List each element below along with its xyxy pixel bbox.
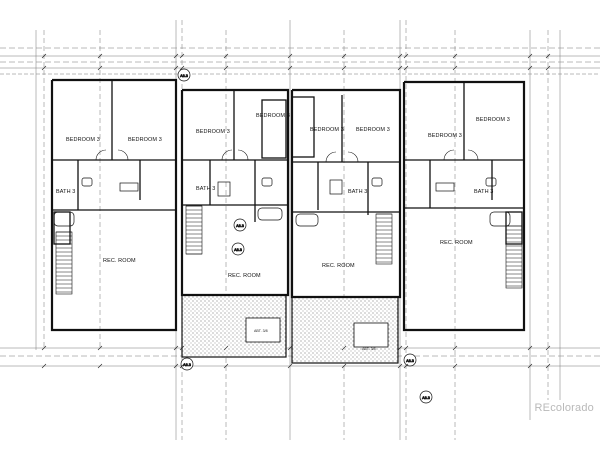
svg-text:A3.3: A3.3	[406, 359, 414, 363]
dimension-tick	[403, 363, 409, 369]
dimension-tick	[173, 363, 179, 369]
section-marker: A3.3	[180, 357, 194, 371]
left-bedroom-b: BEDROOM 3	[128, 137, 162, 143]
dimension-tick	[545, 363, 551, 369]
dimension-tick	[287, 65, 293, 71]
dimension-tick	[341, 345, 347, 351]
right-rec-room: REC. ROOM	[440, 240, 473, 246]
dimension-tick	[179, 65, 185, 71]
dimension-tick	[452, 363, 458, 369]
dimension-tick	[397, 345, 403, 351]
dimension-tick	[179, 345, 185, 351]
center-left-lower-label: ABT. 3/8	[254, 329, 268, 333]
dimension-tick	[452, 53, 458, 59]
dimension-tick	[287, 53, 293, 59]
dimension-tick	[527, 345, 533, 351]
dimension-tick	[341, 363, 347, 369]
dimension-tick	[527, 363, 533, 369]
section-markers: A3.3 A3.3 A3.3 A3.3 A3.3 A3.3	[177, 68, 433, 404]
dimension-tick	[173, 53, 179, 59]
center-left-bedroom-b: BEDROOM 3	[256, 113, 290, 119]
dimension-tick	[527, 65, 533, 71]
dimension-tick	[403, 53, 409, 59]
dimension-tick	[223, 53, 229, 59]
section-marker: A3.3	[403, 353, 417, 367]
dimension-tick	[41, 363, 47, 369]
stair-treads	[56, 205, 522, 293]
svg-text:A3.3: A3.3	[234, 248, 242, 252]
dimension-tick	[545, 65, 551, 71]
dimension-tick	[97, 363, 103, 369]
door-swings	[95, 149, 479, 163]
interior-walls	[52, 80, 524, 245]
dimension-tick	[179, 363, 185, 369]
section-marker: A3.3	[419, 390, 433, 404]
dimension-tick	[41, 65, 47, 71]
right-bedroom-a: BEDROOM 3	[428, 133, 462, 139]
dimension-tick	[397, 65, 403, 71]
room-labels: BEDROOM 3 BEDROOM 3 BATH 3 REC. ROOM BED…	[56, 113, 510, 351]
dimension-tick	[179, 53, 185, 59]
section-marker: A3.3	[231, 242, 245, 256]
dimension-tick	[397, 363, 403, 369]
dimension-tick	[97, 65, 103, 71]
dimension-tick	[452, 345, 458, 351]
section-marker: A3.3	[177, 68, 191, 82]
dimension-tick	[97, 53, 103, 59]
dimension-tick	[173, 65, 179, 71]
fixtures	[53, 177, 511, 227]
svg-text:A3.3: A3.3	[236, 224, 244, 228]
dimension-tick	[223, 65, 229, 71]
left-rec-room: REC. ROOM	[103, 258, 136, 264]
watermark: REcolorado	[534, 402, 594, 414]
center-right-lower-label: ABT. 3/8	[362, 347, 376, 351]
dimension-tick	[341, 53, 347, 59]
center-left-bath: BATH 3	[196, 186, 215, 192]
dimension-tick	[287, 363, 293, 369]
right-bath: BATH 3	[474, 189, 493, 195]
center-right-bedroom-a: BEDROOM 3	[310, 127, 344, 133]
dimension-tick	[41, 53, 47, 59]
center-left-rec-room: REC. ROOM	[228, 273, 261, 279]
dimension-tick	[545, 345, 551, 351]
dimension-tick	[403, 345, 409, 351]
svg-text:A3.3: A3.3	[180, 74, 188, 78]
svg-text:A3.3: A3.3	[183, 363, 191, 367]
svg-text:A3.3: A3.3	[422, 396, 430, 400]
covered-areas	[181, 294, 399, 364]
dimension-tick	[452, 65, 458, 71]
dimension-tick	[287, 345, 293, 351]
dimension-tick	[545, 53, 551, 59]
left-bedroom-a: BEDROOM 3	[66, 137, 100, 143]
dimension-tick	[97, 345, 103, 351]
dimension-ticks	[41, 53, 551, 369]
center-left-bedroom-a: BEDROOM 3	[196, 129, 230, 135]
center-right-bath: BATH 3	[348, 189, 367, 195]
dimension-tick	[397, 53, 403, 59]
dimension-tick	[223, 363, 229, 369]
unit-walls	[50, 78, 526, 332]
dimension-tick	[527, 53, 533, 59]
dimension-tick	[173, 345, 179, 351]
dimension-tick	[341, 65, 347, 71]
center-right-bedroom-b: BEDROOM 3	[356, 127, 390, 133]
right-bedroom-b: BEDROOM 3	[476, 117, 510, 123]
dimension-tick	[41, 345, 47, 351]
dimension-tick	[223, 345, 229, 351]
dimension-tick	[403, 65, 409, 71]
left-bath: BATH 3	[56, 189, 75, 195]
section-marker: A3.3	[233, 218, 247, 232]
center-right-rec-room: REC. ROOM	[322, 263, 355, 269]
